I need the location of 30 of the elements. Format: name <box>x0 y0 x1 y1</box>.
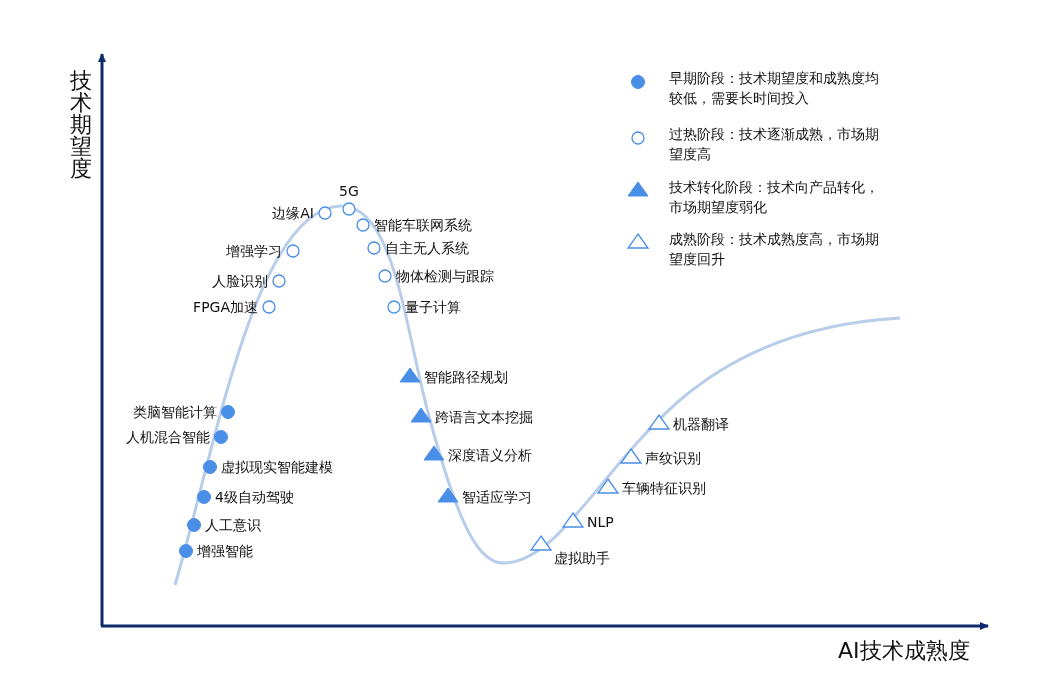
legend-text: 成熟阶段：技术成熟度高，市场期望度回升 <box>669 230 880 269</box>
point-label: 增强智能 <box>197 543 253 559</box>
point-label: FPGA加速 <box>193 299 258 315</box>
point-label: 声纹识别 <box>645 450 701 466</box>
point-label: 类脑智能计算 <box>133 404 217 420</box>
legend-text: 早期阶段：技术期望度和成熟度均较低，需要长时间投入 <box>669 69 880 108</box>
point-label: 物体检测与跟踪 <box>396 268 494 284</box>
point-label: 机器翻译 <box>673 416 729 432</box>
point-label: 跨语言文本挖掘 <box>435 409 533 425</box>
point-label: 自主无人系统 <box>385 240 469 256</box>
point-label: NLP <box>587 514 614 530</box>
point-label: 人机混合智能 <box>126 429 210 445</box>
point-label: 智能路径规划 <box>424 369 508 385</box>
point-label: 人工意识 <box>205 517 261 533</box>
point-label: 智适应学习 <box>462 489 532 505</box>
point-label: 4级自动驾驶 <box>215 489 294 505</box>
point-label: 车辆特征识别 <box>622 480 706 496</box>
point-label: 虚拟助手 <box>554 550 610 566</box>
point-label: 增强学习 <box>226 243 282 259</box>
axis-title: 技术期望度 <box>69 70 93 180</box>
point-label: 智能车联网系统 <box>374 217 472 233</box>
point-label: 量子计算 <box>405 299 461 315</box>
legend-text: 技术转化阶段：技术向产品转化，市场期望度弱化 <box>669 178 880 217</box>
point-label: 边缘AI <box>272 205 314 221</box>
point-label: 人脸识别 <box>212 273 268 289</box>
legend-text: 过热阶段：技术逐渐成熟，市场期望度高 <box>669 125 880 164</box>
point-label: 深度语义分析 <box>448 447 532 463</box>
point-label: 虚拟现实智能建模 <box>221 459 333 475</box>
axis-title: AI技术成熟度 <box>838 638 970 664</box>
point-label: 5G <box>338 183 360 199</box>
